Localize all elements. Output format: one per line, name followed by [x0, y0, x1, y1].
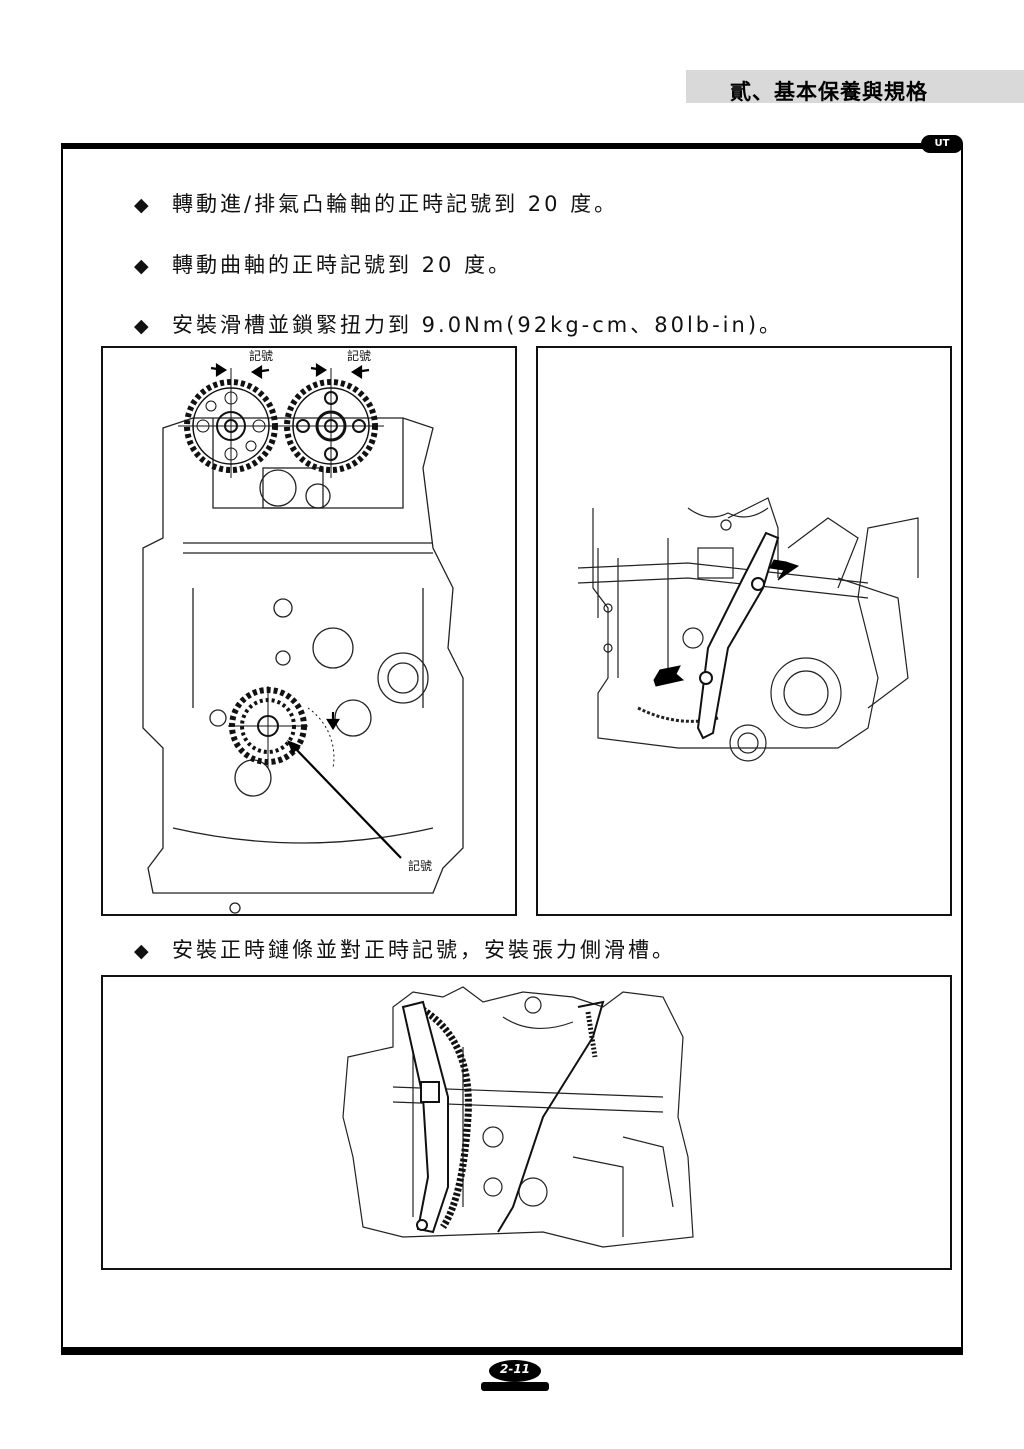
page-badge-oval	[489, 1360, 541, 1382]
engine-front-drawing: 記號 記號 記號	[142, 348, 464, 914]
step-2: ◆ 轉動曲軸的正時記號到 20 度。	[134, 249, 512, 279]
step-3: ◆ 安裝滑槽並鎖緊扭力到 9.0Nm(92kg-cm、80lb-in)。	[134, 309, 783, 339]
figure-engine-front: 記號 記號 記號	[101, 346, 517, 916]
frame-left-rule	[61, 143, 63, 1353]
frame-right-rule	[961, 143, 963, 1353]
diamond-bullet-icon: ◆	[134, 315, 149, 337]
chain-install-drawing	[342, 986, 694, 1248]
crank-sprocket	[228, 686, 335, 769]
diamond-bullet-icon: ◆	[134, 255, 149, 277]
step-text: 安裝滑槽並鎖緊扭力到 9.0Nm(92kg-cm、80lb-in)。	[172, 313, 784, 337]
section-tab	[686, 70, 1024, 103]
section-title: 貳、基本保養與規格	[730, 80, 928, 104]
step-1: ◆ 轉動進/排氣凸輪軸的正時記號到 20 度。	[134, 188, 618, 218]
timing-chain	[416, 1000, 605, 1233]
corner-logo: UT	[921, 135, 963, 153]
page-number: 2-11	[499, 1362, 531, 1376]
timing-mark-label: 記號	[249, 348, 273, 363]
timing-mark-label: 記號	[408, 858, 432, 873]
step-text: 轉動曲軸的正時記號到 20 度。	[172, 253, 513, 277]
tension-slipper	[401, 1000, 449, 1234]
step-text: 安裝正時鏈條並對正時記號，安裝張力側滑槽。	[172, 938, 676, 962]
guide-install-drawing	[577, 497, 919, 762]
frame-bottom-rule	[61, 1347, 963, 1355]
page-number-badge: 2-11	[481, 1360, 549, 1396]
page-badge-caption-bar	[481, 1382, 549, 1391]
frame-top-rule	[61, 143, 963, 149]
step-4: ◆ 安裝正時鏈條並對正時記號，安裝張力側滑槽。	[134, 934, 676, 964]
figure-chain-install	[101, 975, 952, 1270]
slipper-guide	[696, 531, 780, 740]
exhaust-cam-sprocket	[278, 368, 384, 478]
timing-mark-label: 記號	[347, 348, 371, 363]
figure-guide-install	[536, 346, 952, 916]
diamond-bullet-icon: ◆	[134, 940, 149, 962]
diamond-bullet-icon: ◆	[134, 194, 149, 216]
step-text: 轉動進/排氣凸輪軸的正時記號到 20 度。	[172, 192, 619, 216]
intake-cam-sprocket	[178, 368, 284, 478]
